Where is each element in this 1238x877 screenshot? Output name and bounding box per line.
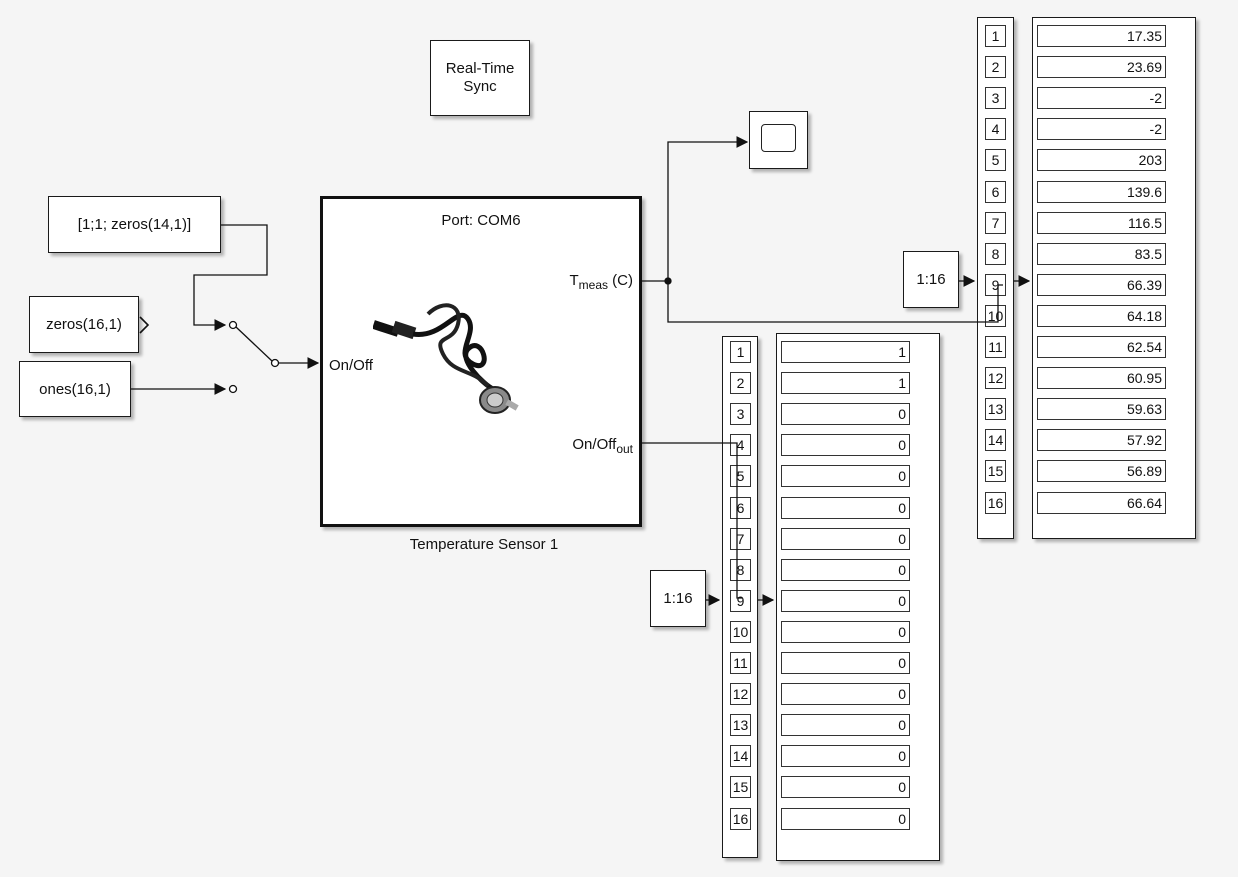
switch-contact-lower xyxy=(230,386,237,393)
port-label: Port: COM6 xyxy=(323,212,639,229)
display-right-value-cell: -2 xyxy=(1037,87,1166,109)
display-right-index-cell: 9 xyxy=(985,274,1006,296)
switch-lever xyxy=(236,327,272,361)
display-right-value-cell: 116.5 xyxy=(1037,212,1166,234)
display-right-index-cell: 5 xyxy=(985,149,1006,171)
display-bottom-value-cell: 0 xyxy=(781,745,910,767)
display-right-index-cell: 15 xyxy=(985,460,1006,482)
display-right-index-cell: 12 xyxy=(985,367,1006,389)
display-bottom-index-cell: 13 xyxy=(730,714,751,736)
display-bottom-index-cell: 11 xyxy=(730,652,751,674)
display-right-value-cell: 60.95 xyxy=(1037,367,1166,389)
selector-label: 1:16 xyxy=(663,590,692,607)
display-bottom-value-cell: 0 xyxy=(781,465,910,487)
switch-contact-upper xyxy=(230,322,237,329)
display-right-index-cell: 7 xyxy=(985,212,1006,234)
temperature-sensor-icon xyxy=(373,294,523,434)
display-bottom-value-cell: 0 xyxy=(781,683,910,705)
display-right-value-cell: 66.64 xyxy=(1037,492,1166,514)
selector-block-bottom[interactable]: 1:16 xyxy=(650,570,706,627)
display-bottom-value-cell: 0 xyxy=(781,403,910,425)
display-bottom-value-cell: 0 xyxy=(781,776,910,798)
constant-value: [1;1; zeros(14,1)] xyxy=(78,216,191,233)
display-right-index-cell: 11 xyxy=(985,336,1006,358)
temperature-sensor-block[interactable]: Port: COM6 Tmeas (C) On/Offout On/Off xyxy=(320,196,642,527)
display-bottom-index-cell: 15 xyxy=(730,776,751,798)
display-bottom-value-cell: 1 xyxy=(781,341,910,363)
real-time-sync-block[interactable]: Real-Time Sync xyxy=(430,40,530,116)
constant-block-zeros[interactable]: zeros(16,1) xyxy=(29,296,139,353)
display-bottom-index-cell: 7 xyxy=(730,528,751,550)
selector-block-right[interactable]: 1:16 xyxy=(903,251,959,308)
rts-label-line2: Sync xyxy=(463,78,496,96)
display-bottom-value-cell: 0 xyxy=(781,808,910,830)
display-bottom-value-cell: 0 xyxy=(781,497,910,519)
display-right-index-cell: 6 xyxy=(985,181,1006,203)
constant-block-init[interactable]: [1;1; zeros(14,1)] xyxy=(48,196,221,253)
display-bottom-index-cell: 1 xyxy=(730,341,751,363)
display-bottom-value-cell: 0 xyxy=(781,652,910,674)
display-bottom-index-cell: 6 xyxy=(730,497,751,519)
display-right-index-cell: 14 xyxy=(985,429,1006,451)
display-right-value-cell: 57.92 xyxy=(1037,429,1166,451)
onoff-out-port-label: On/Offout xyxy=(572,436,633,456)
wire-tmeas-scope xyxy=(642,142,747,281)
display-right-value-cell: 23.69 xyxy=(1037,56,1166,78)
switch-contact-common xyxy=(272,360,279,367)
display-right-index-cell: 10 xyxy=(985,305,1006,327)
scope-icon xyxy=(761,124,796,152)
display-bottom-value-cell: 0 xyxy=(781,590,910,612)
display-right-value-cell: 203 xyxy=(1037,149,1166,171)
display-bottom-index-cell: 3 xyxy=(730,403,751,425)
display-right-index-cell: 13 xyxy=(985,398,1006,420)
display-bottom-index-cell: 4 xyxy=(730,434,751,456)
display-right-value-cell: 139.6 xyxy=(1037,181,1166,203)
display-bottom-value-cell: 0 xyxy=(781,434,910,456)
display-right-value-cell: 64.18 xyxy=(1037,305,1166,327)
display-bottom-index-cell: 5 xyxy=(730,465,751,487)
display-right-index-cell: 2 xyxy=(985,56,1006,78)
display-right-value-cell: 56.89 xyxy=(1037,460,1166,482)
tmeas-port-label: Tmeas (C) xyxy=(569,272,633,292)
display-right-index-cell: 4 xyxy=(985,118,1006,140)
display-bottom-index-cell: 2 xyxy=(730,372,751,394)
display-bottom-value-cell: 0 xyxy=(781,528,910,550)
display-right-value-cell: -2 xyxy=(1037,118,1166,140)
display-right-index-cell: 1 xyxy=(985,25,1006,47)
display-bottom-value-cell: 0 xyxy=(781,621,910,643)
display-right-index-cell: 3 xyxy=(985,87,1006,109)
display-bottom-value-cell: 1 xyxy=(781,372,910,394)
display-bottom-value-cell: 0 xyxy=(781,714,910,736)
constant-value: zeros(16,1) xyxy=(46,316,122,333)
selector-label: 1:16 xyxy=(916,271,945,288)
display-bottom-index-cell: 10 xyxy=(730,621,751,643)
display-bottom-index-cell: 9 xyxy=(730,590,751,612)
display-bottom-index-cell: 12 xyxy=(730,683,751,705)
display-right-value-cell: 17.35 xyxy=(1037,25,1166,47)
sensor-block-name: Temperature Sensor 1 xyxy=(320,536,648,553)
onoff-in-port-label: On/Off xyxy=(329,357,373,374)
display-bottom-value-cell: 0 xyxy=(781,559,910,581)
display-bottom-index-cell: 8 xyxy=(730,559,751,581)
constant-block-ones[interactable]: ones(16,1) xyxy=(19,361,131,417)
scope-block[interactable] xyxy=(749,111,808,169)
display-bottom-index-cell: 16 xyxy=(730,808,751,830)
rts-label-line1: Real-Time xyxy=(446,60,515,78)
branch-point-icon xyxy=(665,278,671,284)
zeros-output-port-icon xyxy=(140,317,148,333)
display-right-value-cell: 59.63 xyxy=(1037,398,1166,420)
constant-value: ones(16,1) xyxy=(39,381,111,398)
display-right-value-cell: 83.5 xyxy=(1037,243,1166,265)
display-right-value-cell: 62.54 xyxy=(1037,336,1166,358)
display-right-value-cell: 66.39 xyxy=(1037,274,1166,296)
display-right-index-cell: 16 xyxy=(985,492,1006,514)
display-bottom-index-cell: 14 xyxy=(730,745,751,767)
display-right-index-cell: 8 xyxy=(985,243,1006,265)
